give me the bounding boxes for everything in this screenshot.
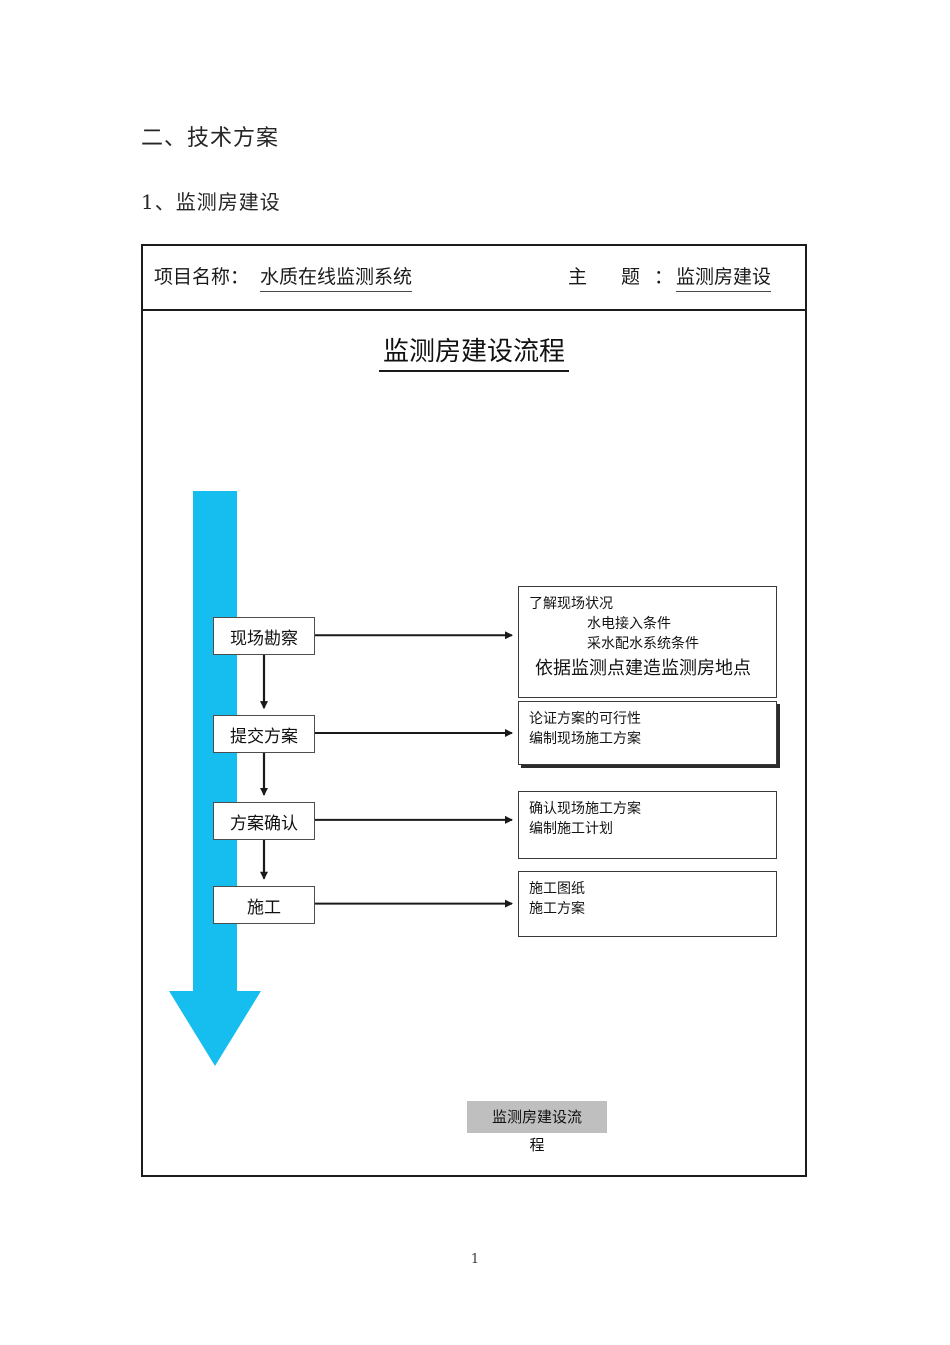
section-heading-technical-plan: 二、技术方案 — [141, 126, 280, 151]
process-step-submit-plan[interactable]: 提交方案 — [213, 715, 315, 753]
detail-line: 论证方案的可行性 — [529, 711, 641, 727]
detail-line: 编制施工计划 — [529, 820, 613, 837]
detail-box-site-survey: 了解现场状况 水电接入条件 采水配水系统条件 依据监测点建造监测房地点 — [518, 586, 777, 698]
flowchart-canvas: 监测房建设流程 — [143, 311, 805, 1175]
flowchart-title: 监测房建设流程 — [143, 331, 805, 372]
flowchart-caption-line-2: 程 — [529, 1135, 545, 1154]
page-number: 1 — [470, 1252, 480, 1267]
detail-line: 采水配水系统条件 — [587, 635, 699, 652]
section-heading-monitoring-room: 1、监测房建设 — [141, 190, 281, 214]
process-step-confirm-plan[interactable]: 方案确认 — [213, 802, 315, 840]
process-step-label: 提交方案 — [230, 726, 298, 747]
detail-line: 编制现场施工方案 — [529, 730, 641, 747]
detail-line: 水电接入条件 — [587, 615, 671, 632]
project-name-label: 项目名称： — [154, 266, 250, 288]
detail-line: 施工方案 — [529, 900, 585, 917]
flowchart-table-frame: 项目名称： 水质在线监测系统 主 题： 监测房建设 监测房建设流程 — [141, 244, 807, 1177]
process-step-label: 方案确认 — [230, 813, 298, 834]
process-step-construction[interactable]: 施工 — [213, 886, 315, 924]
table-header-row: 项目名称： 水质在线监测系统 主 题： 监测房建设 — [143, 246, 805, 311]
detail-box-confirm-plan: 确认现场施工方案 编制施工计划 — [518, 791, 777, 859]
subject-value: 监测房建设 — [676, 262, 772, 292]
project-name-value: 水质在线监测系统 — [260, 262, 413, 292]
flowchart-caption-line-1: 监测房建设流 — [467, 1101, 607, 1133]
detail-line: 施工图纸 — [529, 881, 585, 897]
process-step-label: 现场勘察 — [230, 628, 298, 649]
flowchart-caption: 监测房建设流 程 — [467, 1101, 607, 1156]
detail-box-submit-plan: 论证方案的可行性 编制现场施工方案 — [518, 701, 777, 765]
detail-line: 依据监测点建造监测房地点 — [535, 657, 751, 679]
detail-box-construction: 施工图纸 施工方案 — [518, 871, 777, 937]
flowchart-title-text: 监测房建设流程 — [378, 337, 569, 372]
cyan-down-arrow-icon — [169, 491, 261, 1066]
detail-line: 了解现场状况 — [529, 596, 613, 612]
process-step-label: 施工 — [247, 897, 281, 918]
subject-label: 主 题： — [568, 266, 688, 288]
process-step-site-survey[interactable]: 现场勘察 — [213, 617, 315, 655]
detail-line: 确认现场施工方案 — [529, 801, 641, 817]
